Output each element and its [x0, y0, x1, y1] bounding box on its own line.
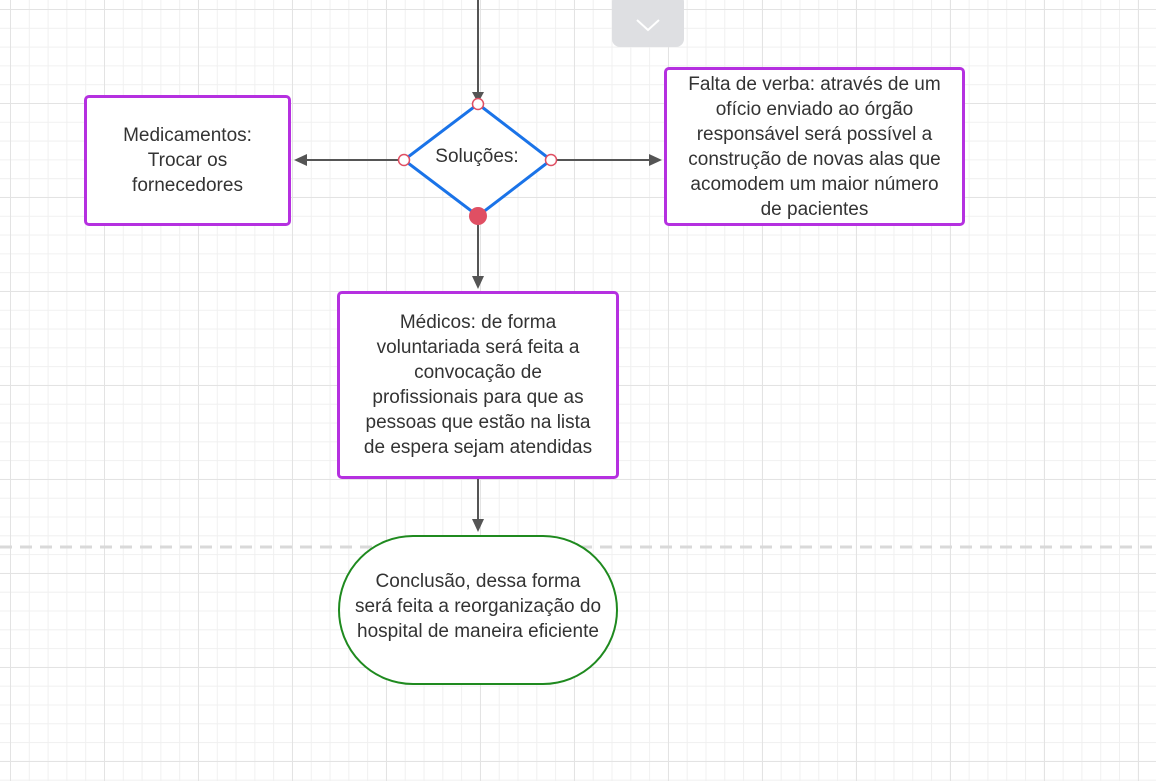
arrowhead-medicamentos	[294, 154, 307, 166]
arrowhead-medicos	[472, 276, 484, 289]
arrowhead-verba	[649, 154, 662, 166]
process-node-medicos[interactable]: Médicos: de forma voluntariada será feit…	[337, 291, 619, 479]
node-text: Médicos: de forma voluntariada será feit…	[363, 312, 593, 458]
anchor-right[interactable]	[544, 153, 558, 167]
anchor-bottom-selected[interactable]	[469, 207, 487, 225]
arrowhead-incoming	[472, 92, 484, 103]
chevron-down-icon	[636, 18, 660, 31]
node-text: Falta de verba: através de um ofício env…	[688, 73, 941, 220]
terminal-node-conclusao[interactable]: Conclusão, dessa forma será feita a reor…	[338, 535, 618, 685]
node-text: Conclusão, dessa forma será feita a reor…	[354, 571, 602, 642]
node-text: Medicamentos: Trocar os fornecedores	[123, 125, 252, 196]
collapse-panel-button[interactable]	[612, 0, 684, 47]
anchor-left[interactable]	[397, 153, 411, 167]
arrowhead-conclusao	[472, 519, 484, 532]
decision-label: Soluções:	[435, 146, 519, 167]
anchor-top[interactable]	[471, 97, 485, 111]
process-node-falta-de-verba[interactable]: Falta de verba: através de um ofício env…	[664, 67, 965, 226]
process-node-medicamentos[interactable]: Medicamentos: Trocar os fornecedores	[84, 95, 291, 226]
